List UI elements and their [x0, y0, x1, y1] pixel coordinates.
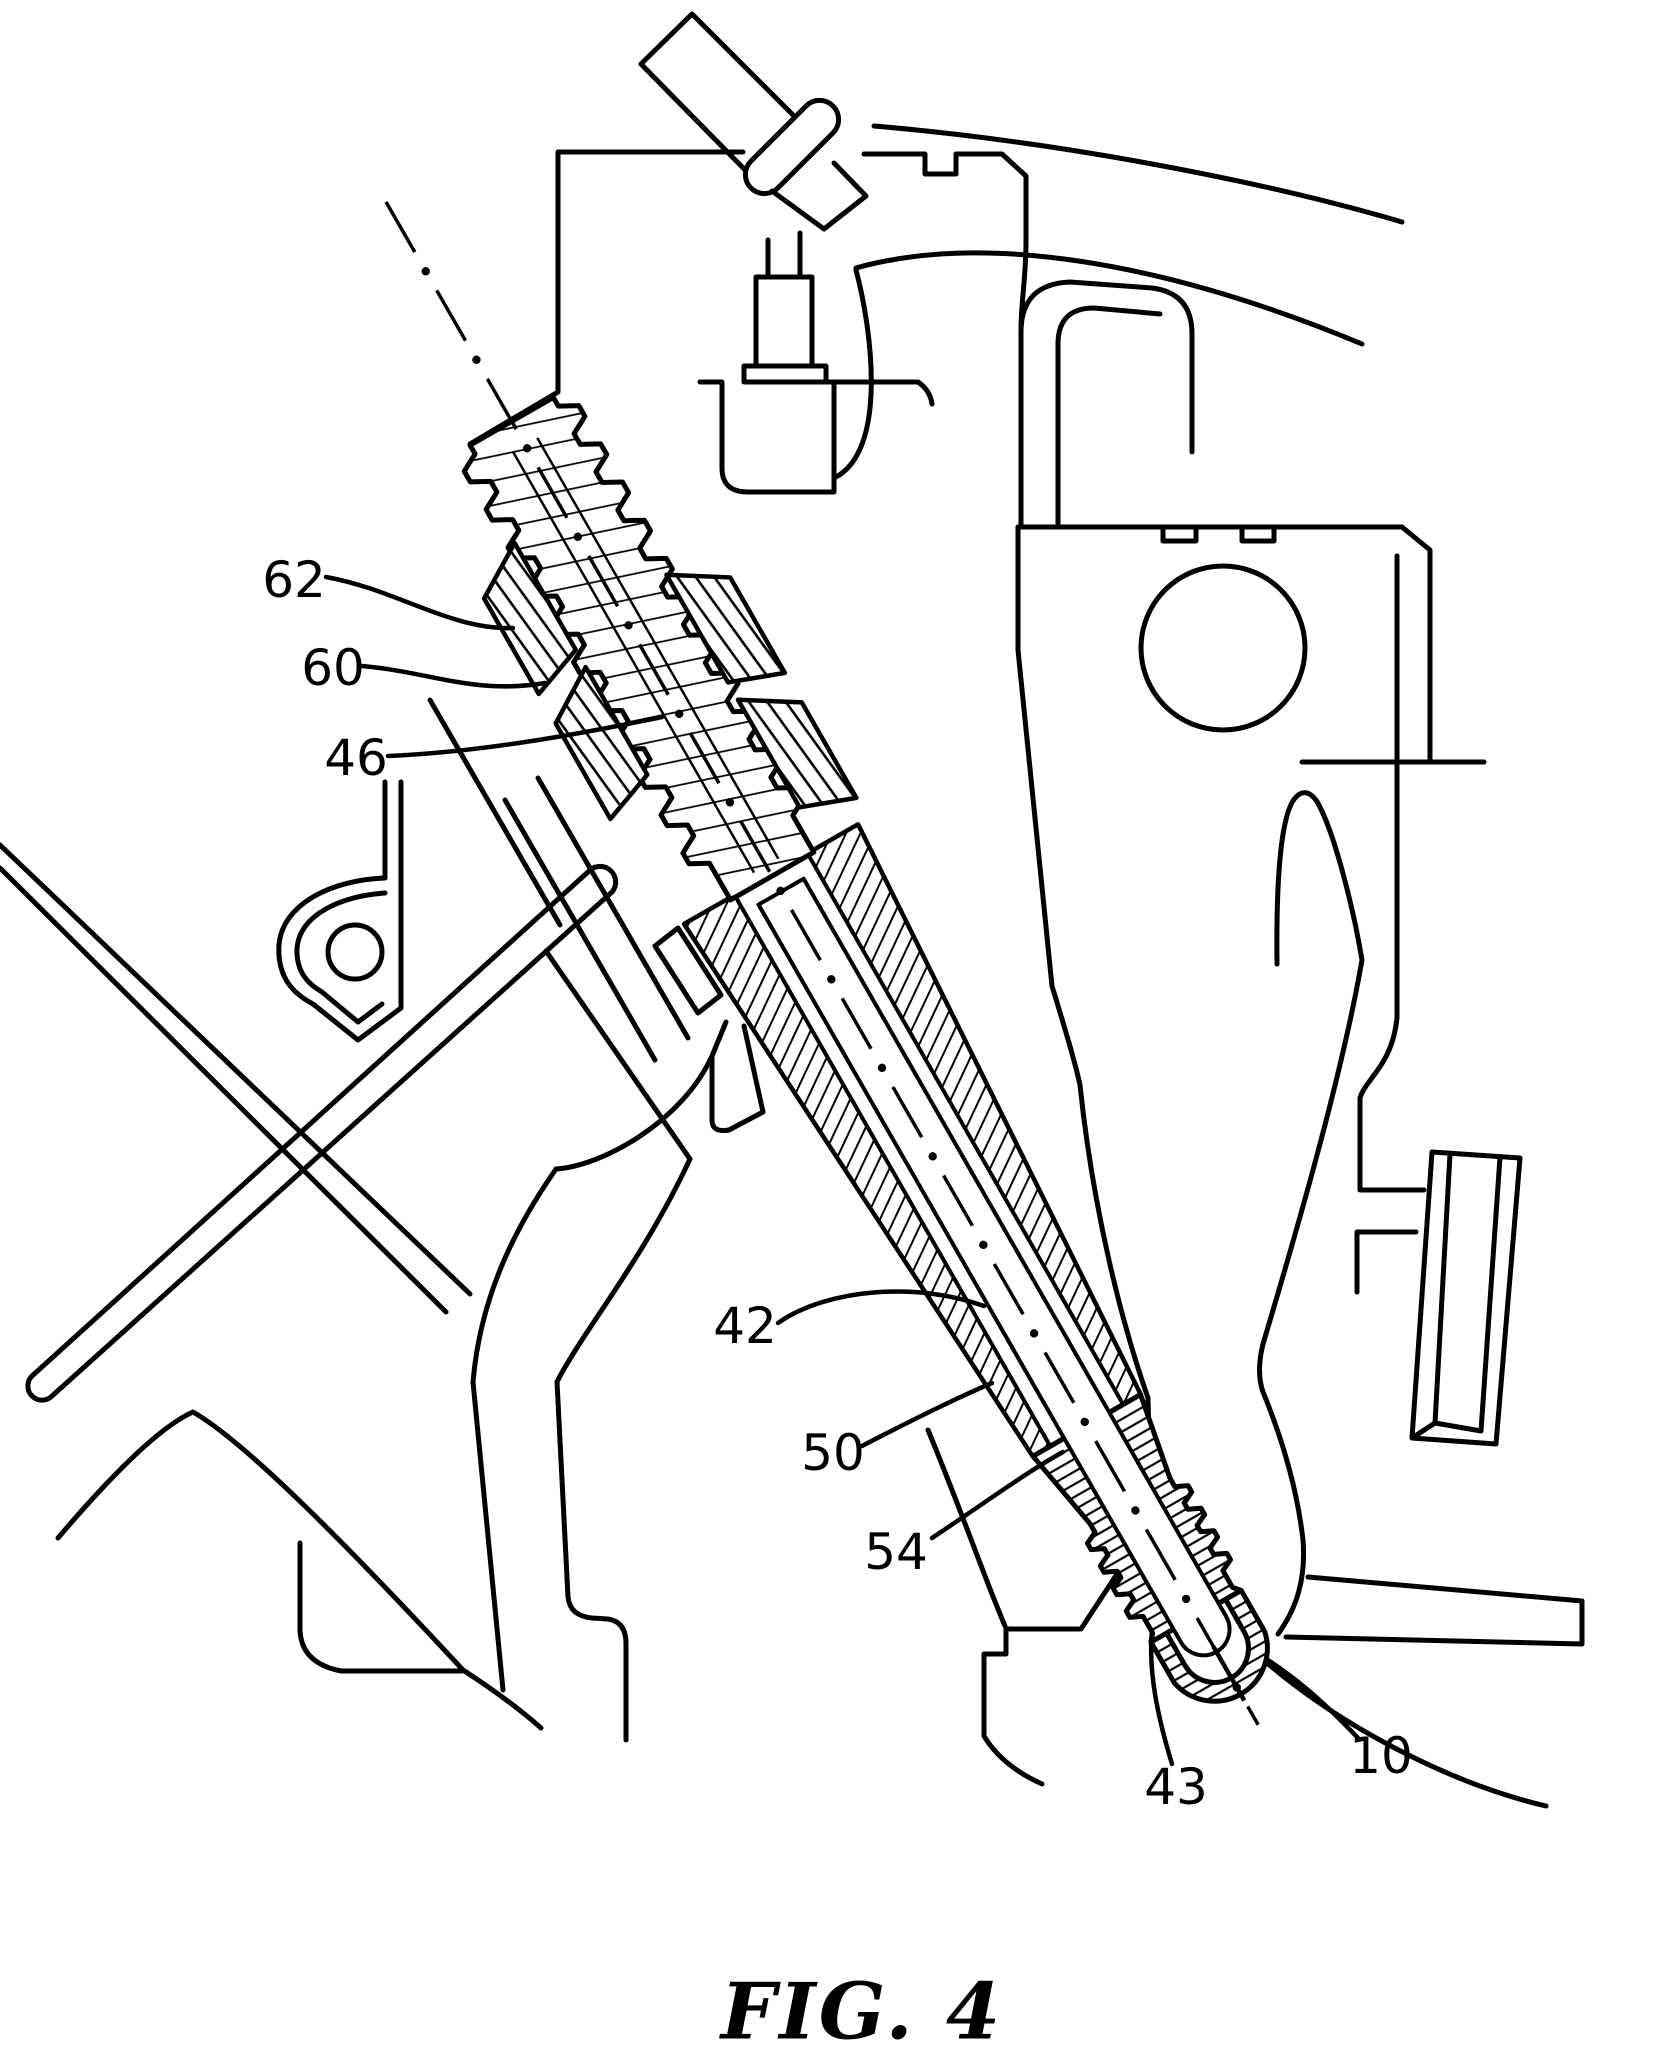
ref-label-43: 43: [1144, 1758, 1208, 1816]
plug-collar-right-lower: [735, 697, 859, 810]
hood-curve-outer: [871, 123, 1405, 225]
engine-block-linework: [0, 11, 1585, 1809]
plug-collar-right-upper: [664, 572, 788, 685]
leader-62: [323, 574, 516, 631]
chamber-right-curve: [1247, 1645, 1549, 1809]
centerline-dot: [725, 798, 735, 807]
ref-label-60: 60: [301, 639, 365, 697]
mount-bracket: [276, 779, 404, 1043]
push-bar-steps: [1354, 759, 1427, 1295]
mount-bracket-hole: [325, 922, 385, 982]
glow-plug-assembly: [384, 200, 1270, 1726]
ref-label-46: 46: [324, 729, 388, 787]
head-top-left-outline: [467, 149, 746, 447]
leader-lines: [323, 574, 1361, 1767]
head-block-top: [1015, 524, 1487, 765]
centerline-dot: [472, 355, 481, 364]
valve-cover-roofline: [861, 151, 1029, 243]
centerline-dot: [827, 975, 836, 984]
intake-port-circle: [1138, 563, 1308, 733]
ref-label-50: 50: [801, 1424, 865, 1482]
leader-42: [775, 1289, 987, 1326]
leader-43: [1148, 1627, 1175, 1767]
sensor-tube-upper: [638, 11, 809, 182]
ref-label-54: 54: [864, 1523, 928, 1581]
cam-arch-outer: [1018, 279, 1195, 530]
centerline-dot: [573, 532, 583, 541]
sensor-tube-lower: [769, 160, 869, 232]
leader-50: [859, 1380, 995, 1449]
hood-curve-inner: [853, 250, 1365, 347]
head-block-notches: [1160, 524, 1277, 544]
seat-wedge: [1283, 1574, 1585, 1647]
plug-centerline-dots: [421, 267, 1242, 1692]
plug-electrode-tick: [1211, 1645, 1247, 1702]
sensor-boss: [697, 379, 935, 495]
chamber-left-curve: [925, 1427, 1008, 1629]
oil-pan-outline: [55, 1409, 544, 1731]
centerline-dot: [928, 1152, 937, 1161]
bore-side-lines: [427, 697, 691, 1063]
plug-collar-60: [553, 664, 650, 822]
plug-bore-right-wall: [1257, 957, 1365, 1637]
plug-centerline: [384, 200, 1260, 1726]
centerline-dot: [624, 621, 633, 630]
leader-46: [385, 714, 665, 759]
boss-right-curve: [831, 267, 874, 481]
cam-arch-inner: [1055, 305, 1163, 530]
ref-label-42: 42: [713, 1297, 777, 1355]
centerline-dot: [1131, 1506, 1140, 1515]
head-pocket-finger: [1274, 790, 1365, 967]
figure-caption: FIG. 4: [720, 1966, 1004, 2058]
sensor-collar: [742, 97, 842, 197]
bore-step-block: [652, 925, 724, 1016]
leader-10: [1265, 1657, 1361, 1741]
lever-arm-a: [25, 863, 619, 1403]
centerline-dot: [776, 886, 785, 896]
plug-bore-left-wall: [981, 983, 1154, 1787]
boss-flow-lines: [470, 1156, 693, 1385]
centerline-dot: [522, 444, 532, 453]
plug-inner-stud-lines: [511, 437, 780, 874]
plug-collar-62: [481, 540, 578, 697]
centerline-dot: [979, 1240, 988, 1250]
centerline-dot: [1080, 1417, 1089, 1427]
lever-arm-b: [0, 842, 473, 1315]
centerline-dot: [877, 1063, 887, 1073]
ref-label-10: 10: [1349, 1727, 1413, 1785]
lower-boss: [543, 948, 766, 1172]
centerline-dot: [1181, 1594, 1191, 1604]
head-block-left-edge: [1015, 524, 1055, 989]
push-bar: [1409, 1149, 1523, 1447]
sensor-neck: [753, 230, 815, 369]
centerline-dot: [675, 709, 684, 719]
sensor-flange: [741, 363, 829, 385]
leader-60: [359, 663, 548, 689]
leader-54: [929, 1449, 1066, 1541]
centerline-dot: [421, 267, 430, 276]
centerline-dot: [1029, 1329, 1039, 1338]
lower-left-walls: [470, 1379, 629, 1743]
ref-label-62: 62: [262, 551, 326, 609]
